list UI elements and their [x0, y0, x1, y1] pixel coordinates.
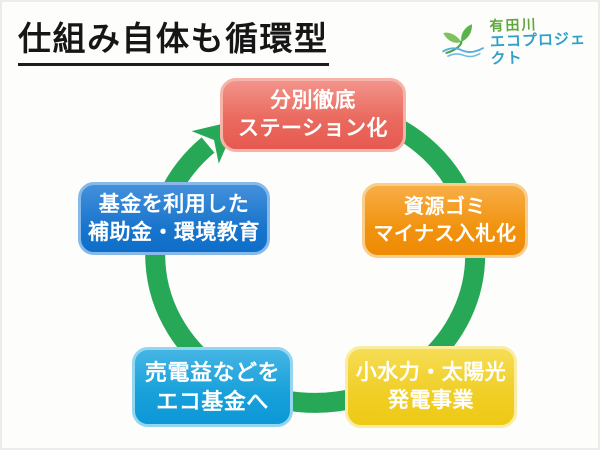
step-label-line: 売電益などを	[144, 359, 280, 385]
cycle-step-subsidies-education: 基金を利用した 補助金・環境教育	[78, 182, 270, 255]
step-label-line: 発電事業	[388, 388, 474, 412]
step-label-line: 基金を利用した	[98, 191, 250, 216]
cycle-step-eco-fund: 売電益などを エコ基金へ	[132, 347, 293, 427]
leaf-water-logo-icon	[442, 24, 484, 58]
step-label-line: ステーション化	[237, 116, 389, 140]
step-label-line: 補助金・環境教育	[88, 219, 260, 244]
cycle-step-sorting-station: 分別徹底 ステーション化	[220, 78, 406, 152]
page-title: 仕組み自体も循環型	[18, 12, 329, 66]
cycle-step-resource-waste-bidding: 資源ゴミ マイナス入札化	[362, 183, 528, 258]
step-label-line: 小水力・太陽光	[355, 360, 507, 385]
cycle-step-power-generation: 小水力・太陽光 発電事業	[345, 346, 517, 428]
eco-project-logo: 有田川 エコプロジェクト	[440, 14, 592, 68]
step-label-line: エコ基金へ	[156, 389, 269, 414]
step-label-line: マイナス入札化	[373, 222, 517, 245]
step-label-line: 資源ゴミ	[404, 196, 486, 219]
step-label-line: 分別徹底	[270, 88, 356, 113]
